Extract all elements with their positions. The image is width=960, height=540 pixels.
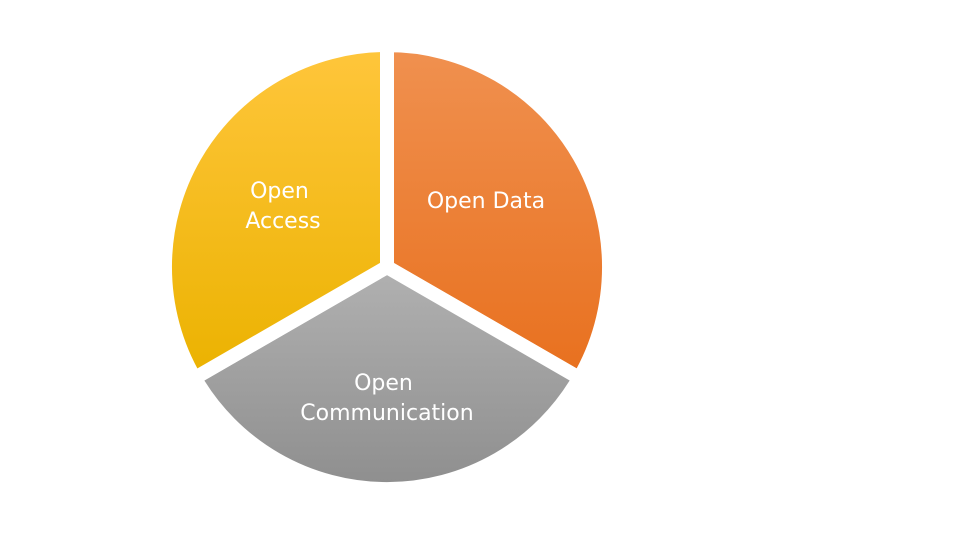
open-communication-label-line-2: Communication: [300, 401, 473, 426]
segment-open-data-label: Open Data: [427, 189, 545, 214]
open-access-label-line-2: Access: [245, 209, 320, 234]
open-data-label-line-1: Open Data: [427, 189, 545, 214]
segment-open-communication-label: Open Communication: [300, 371, 473, 426]
segment-open-access-shape: [158, 37, 394, 388]
open-communication-label-line-1: Open: [354, 371, 413, 396]
open-access-label-line-1: Open: [250, 179, 309, 204]
segment-open-access: Open Access: [158, 37, 394, 388]
segment-open-access-label: Open Access: [245, 179, 320, 234]
